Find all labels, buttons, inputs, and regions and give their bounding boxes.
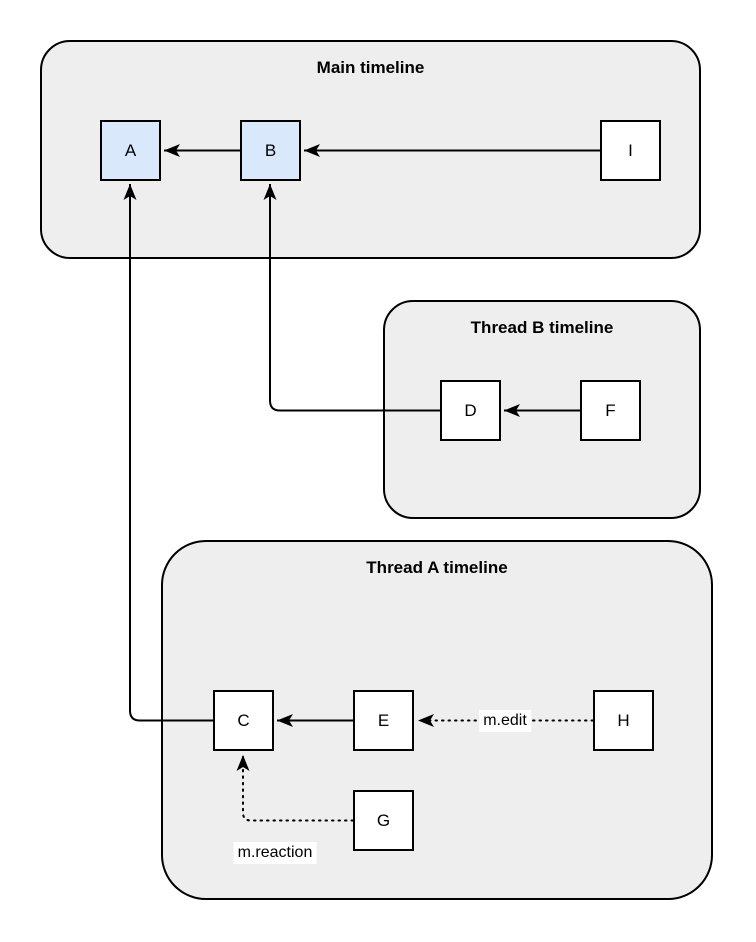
event-node-b: B	[240, 120, 301, 181]
event-node-d-label: D	[464, 400, 477, 420]
container-thread-b-timeline-title: Thread B timeline	[470, 318, 614, 337]
event-node-h-label: H	[617, 710, 630, 730]
edge-d-to-b-arrow	[263, 184, 440, 412]
edge-label-m-reaction: m.reaction	[233, 842, 317, 864]
edge-c-to-a-arrow	[123, 184, 213, 722]
edge-label-m-edit: m.edit	[479, 710, 531, 732]
event-node-a: A	[100, 120, 161, 181]
edge-g-to-c-dotted-arrow	[236, 754, 354, 822]
event-node-e-label: E	[377, 710, 390, 730]
container-thread-a-timeline-title: Thread A timeline	[366, 558, 508, 577]
event-node-e: E	[353, 690, 414, 751]
event-node-a-label: A	[124, 140, 137, 160]
event-node-f: F	[580, 380, 641, 441]
event-node-i-label: I	[628, 140, 633, 160]
event-node-i: I	[600, 120, 661, 181]
event-node-h: H	[593, 690, 654, 751]
event-node-b-label: B	[264, 140, 277, 160]
event-node-d: D	[440, 380, 501, 441]
event-node-c-label: C	[237, 710, 250, 730]
event-node-g: G	[353, 790, 414, 851]
container-main-timeline-title: Main timeline	[316, 58, 425, 77]
event-node-g-label: G	[376, 810, 391, 830]
event-node-c: C	[213, 690, 274, 751]
event-node-f-label: F	[605, 400, 616, 420]
